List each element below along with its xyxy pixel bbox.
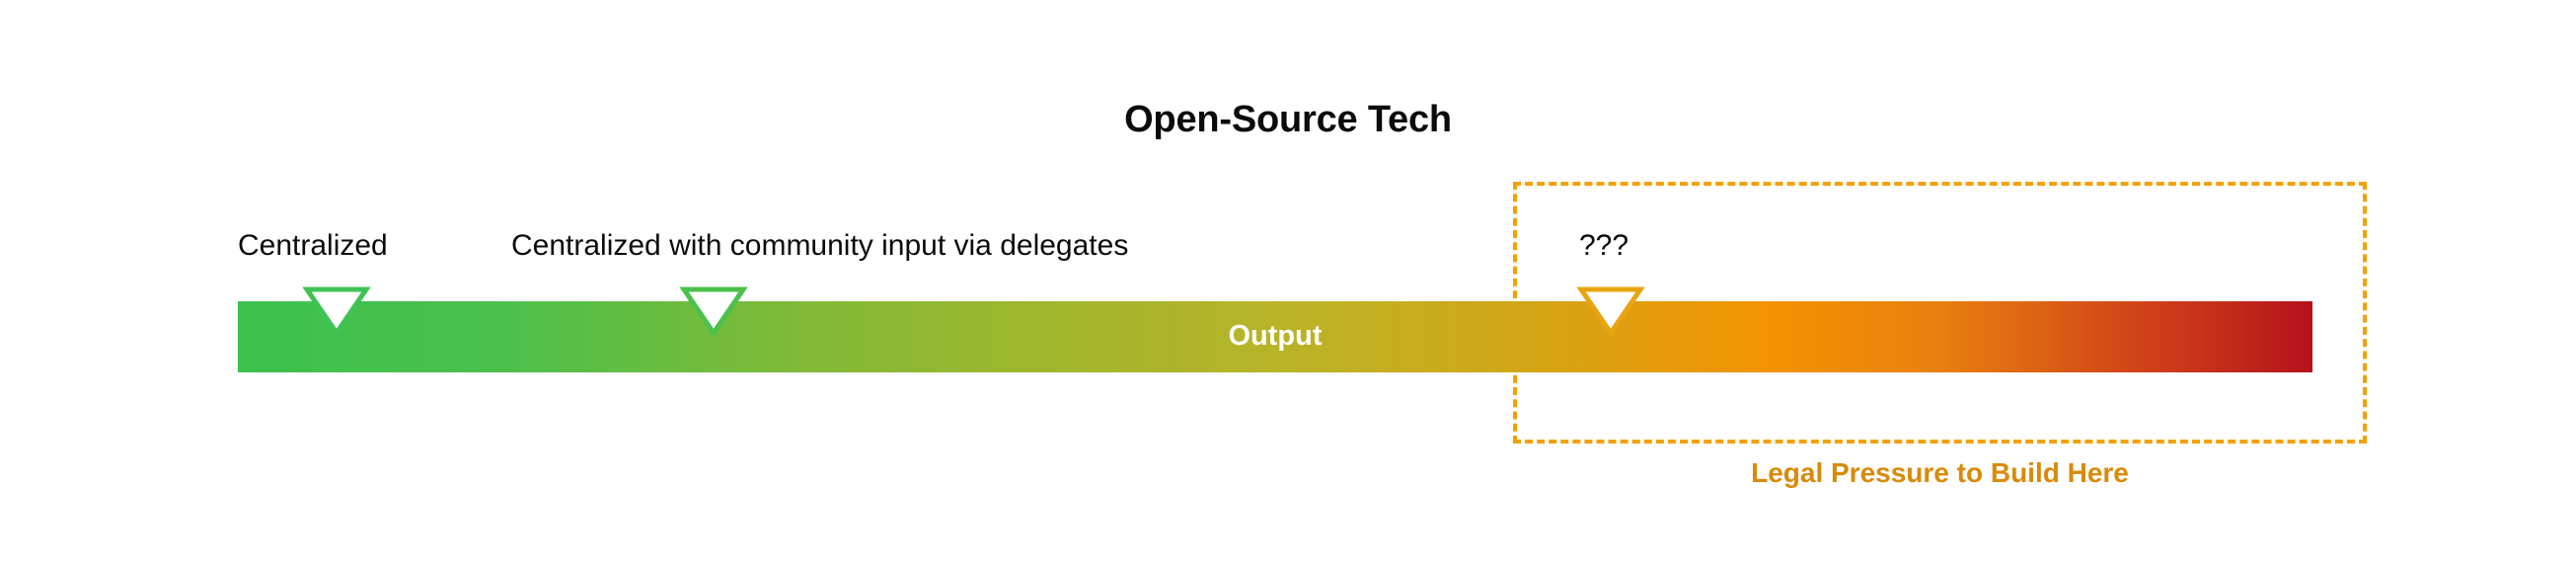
spectrum-gradient	[238, 301, 2312, 372]
marker-label-unknown: ???	[1579, 229, 1629, 262]
marker-label-delegates: Centralized with community input via del…	[511, 229, 1129, 262]
marker-centralized[interactable]	[301, 286, 372, 336]
legal-pressure-caption: Legal Pressure to Build Here	[1751, 457, 2129, 488]
triangle-down-icon	[679, 286, 748, 336]
page-title: Open-Source Tech	[1124, 99, 1452, 140]
triangle-down-icon	[1576, 286, 1645, 336]
marker-delegates[interactable]	[678, 286, 749, 336]
spectrum-bar	[238, 301, 2312, 372]
triangle-down-icon	[302, 286, 371, 336]
marker-unknown[interactable]	[1575, 286, 1646, 336]
marker-label-centralized: Centralized	[238, 229, 388, 262]
